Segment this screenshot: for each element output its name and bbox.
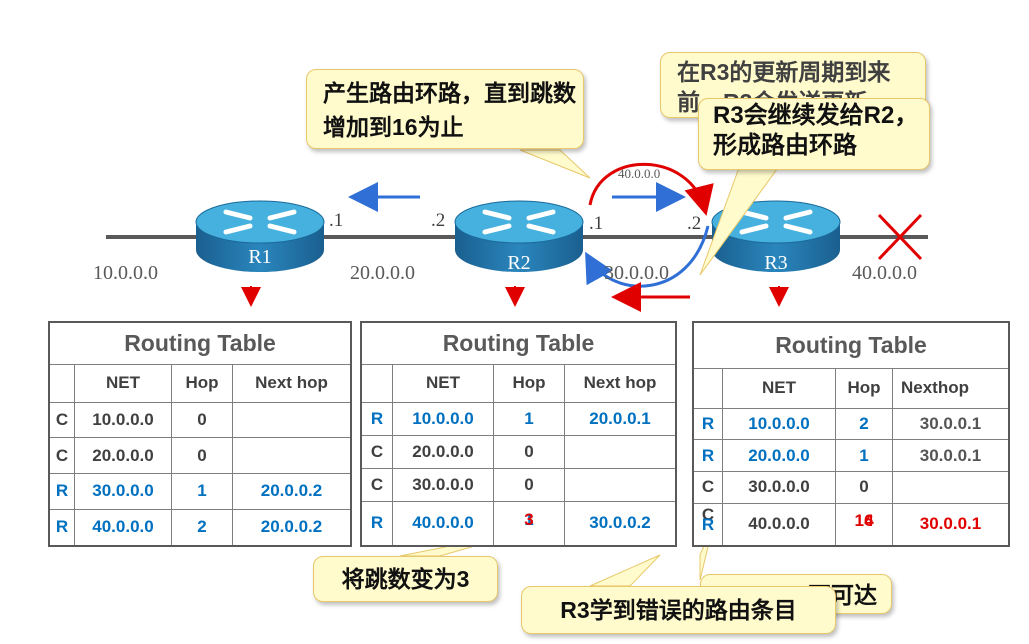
loop-callout-pointer [519,149,591,179]
network-label-30: 30.0.0.0 [604,262,669,284]
router-r2-icon [454,200,584,272]
update-arrow-r3-to-r2-curve [585,225,710,288]
table-title: Routing Table [692,321,1010,369]
router-label-r3: R3 [764,252,788,274]
table-row: R 10.0.0.0 1 20.0.0.1 [360,401,677,436]
table-row: C 20.0.0.0 0 [360,434,677,469]
table-row: C 10.0.0.0 0 [48,401,352,439]
routing-table-r3: Routing Table NET Hop Nexthop R 10.0.0.0… [692,321,1010,547]
network-label-20: 20.0.0.0 [350,262,415,284]
wrong-route-callout-pointer [589,554,661,587]
col-net: NET [74,363,172,403]
down-arrows [241,286,789,307]
col-nexthop: Nexthop [892,367,1010,409]
table-row: C 20.0.0.0 0 [48,437,352,475]
router-label-r2: R2 [507,252,531,274]
table-row: R 20.0.0.0 1 30.0.0.1 [692,439,1010,472]
router-label-r1: R1 [248,246,272,268]
hop3-callout: 将跳数变为3 [313,556,498,602]
table-title: Routing Table [48,321,352,365]
port-label-r2-left: .2 [431,210,446,231]
wrong-route-callout: R3学到错误的路由条目 [521,586,836,634]
port-label-r2-right: .1 [589,213,604,234]
table-row: C 30.0.0.0 0 [360,467,677,502]
table-row: R 10.0.0.0 2 30.0.0.1 [692,407,1010,441]
col-hop: Hop [493,363,565,403]
col-nexthop: Next hop [232,363,352,403]
table-row: C 30.0.0.0 0 [692,470,1010,504]
routing-table-r1: Routing Table NET Hop Next hop C 10.0.0.… [48,321,352,547]
network-label-40: 40.0.0.0 [852,262,917,284]
table-row: R 40.0.0.0 2 20.0.0.2 [48,508,352,547]
network-label-10: 10.0.0.0 [93,262,158,284]
col-net: NET [392,363,494,403]
port-label-r3-left: .2 [687,213,702,234]
col-net: NET [722,367,836,409]
table-row: R 30.0.0.0 1 20.0.0.2 [48,473,352,510]
loop-arrow-r2-to-r3 [588,162,714,216]
port-label-r1: .1 [329,210,344,231]
col-nexthop: Next hop [564,363,677,403]
routing-table-r2: Routing Table NET Hop Next hop R 10.0.0.… [360,321,677,547]
r3-send-callout: R3会继续发给R2，形成路由环路 [698,98,930,170]
table-title: Routing Table [360,321,677,365]
update-packet-label: 40.0.0.0 [618,166,661,181]
loop-callout: 产生路由环路，直到跳数增加到16为止 [306,69,584,149]
router-r1-icon [195,200,325,272]
link-down-x-icon [877,213,923,261]
col-hop: Hop [835,367,893,409]
col-hop: Hop [171,363,233,403]
